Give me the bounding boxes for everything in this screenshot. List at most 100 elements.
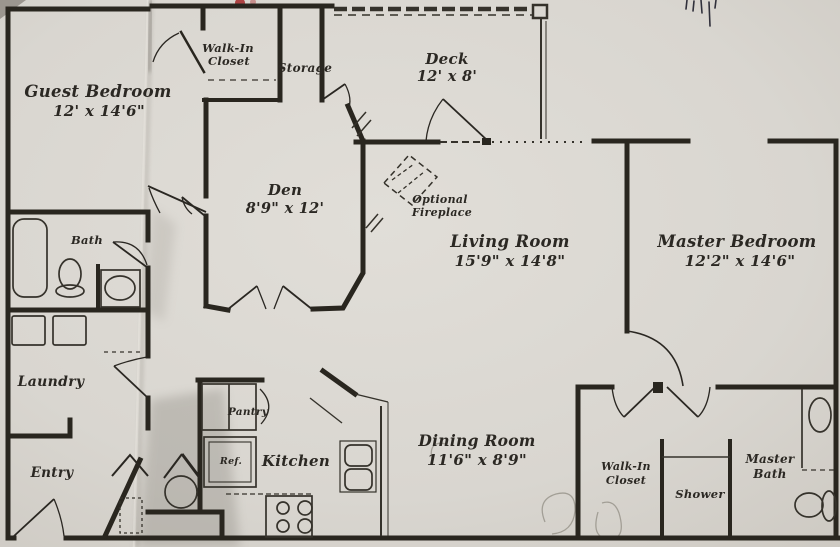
door-arc-den <box>181 196 193 215</box>
room-guest-bedroom: Guest Bedroom 12' x 14'6" <box>24 82 171 120</box>
door-arc-deck-living <box>425 98 444 142</box>
door-leaf-entry <box>13 498 55 537</box>
fold-crease-shadow <box>135 0 153 547</box>
bathtub <box>12 218 48 298</box>
wall-post-master-doors <box>653 382 663 393</box>
fold-shadow-bath <box>144 208 176 322</box>
label-deck-dims: 12' x 8' <box>417 68 477 85</box>
room-bath: Bath <box>70 233 103 247</box>
label-kitchen: Kitchen <box>261 452 330 470</box>
door-arc-master-bedroom <box>626 330 684 387</box>
label-guest-bedroom: Guest Bedroom <box>24 82 171 101</box>
master-toilet-tank <box>821 490 837 522</box>
label-refrigerator: Ref. <box>219 456 242 467</box>
fireplace-label: Optional Fireplace <box>411 193 472 219</box>
kitchen-counter-edge-top <box>354 393 389 403</box>
refrigerator-inner <box>208 441 252 483</box>
door-arc-laundry <box>113 356 148 367</box>
stove <box>265 495 313 538</box>
label-den: Den <box>267 181 302 199</box>
door-leaf-guest-bedroom <box>147 185 207 213</box>
label-den-dims: 8'9" x 12' <box>246 200 325 217</box>
walls <box>5 3 840 541</box>
interior-walls <box>5 3 839 541</box>
water-heater <box>164 475 198 509</box>
entry-closet-chevrons <box>111 453 202 479</box>
wall-kitchen-peninsula <box>319 367 359 398</box>
door-leaf-bath <box>112 241 149 269</box>
door-leaf-storage <box>321 83 346 101</box>
label-master-bath-line2: Bath <box>752 467 786 481</box>
label-master-bedroom-dims: 12'2" x 14'6" <box>685 252 796 270</box>
door-arc-master-bath <box>697 386 711 418</box>
kitchen-counter-edge-diag <box>309 397 343 424</box>
door-chevron-left <box>111 453 149 477</box>
toilet-bowl <box>58 258 82 290</box>
label-shower: Shower <box>675 487 725 501</box>
door-arc-walkin-closet <box>152 32 180 63</box>
wall-den-bottom-corner <box>203 303 231 313</box>
door-leaves <box>13 83 699 537</box>
wall-post-living-room <box>482 138 491 145</box>
fireplace-outline <box>382 153 439 207</box>
stove-burner <box>297 500 313 516</box>
kitchen-sink-basin <box>344 468 373 491</box>
label-master-closet-line1: Walk-In <box>601 460 651 473</box>
label-pantry: Pantry <box>227 406 269 418</box>
kitchen-sink-basin <box>344 444 373 467</box>
deck-post <box>531 3 549 20</box>
glass-hatch-marks <box>351 111 372 137</box>
label-master-bath-line1: Master <box>744 452 795 466</box>
dryer <box>52 315 87 346</box>
door-leaf-master-bath <box>666 386 699 418</box>
bath-sink-counter <box>100 269 141 308</box>
label-laundry: Laundry <box>17 374 85 390</box>
door-arc-storage <box>344 83 351 111</box>
master-bath-sink <box>808 397 832 433</box>
room-entry: Entry <box>30 465 75 481</box>
label-living-room-dims: 15'9" x 14'8" <box>455 252 566 270</box>
door-arcs <box>53 32 711 537</box>
room-storage: Storage <box>278 61 333 75</box>
master-toilet-bowl <box>794 492 824 518</box>
label-walkin-closet-line2: Closet <box>208 54 250 68</box>
room-labels: Guest Bedroom 12' x 14'6" Walk-In Closet… <box>17 41 817 501</box>
door-chevron-right-a <box>163 453 183 479</box>
room-shower: Shower <box>675 487 725 501</box>
stove-burner <box>276 501 290 515</box>
room-dining-room: Dining Room 11'6" x 8'9" <box>417 431 535 469</box>
handwritten-pen-marks <box>685 0 717 27</box>
label-walkin-closet-line1: Walk-In <box>202 41 254 55</box>
label-entry: Entry <box>30 465 75 481</box>
room-walkin-closet-upper: Walk-In Closet <box>202 41 254 68</box>
fold-shadow-entry <box>138 388 240 547</box>
door-arc-guest-bedroom <box>148 187 161 214</box>
stove-burner <box>276 519 290 533</box>
label-guest-bedroom-dims: 12' x 14'6" <box>53 102 145 120</box>
label-living-room: Living Room <box>449 232 570 251</box>
fold-crease-highlight <box>132 0 150 547</box>
room-kitchen: Kitchen Pantry Ref. <box>219 406 330 470</box>
wall-entry-alcove <box>145 509 225 541</box>
fireplace-hatch <box>391 163 425 194</box>
outer-walls <box>5 3 840 541</box>
fixtures <box>11 79 837 538</box>
entry-dashed-cabinet <box>119 497 143 534</box>
door-leaf-deck-living <box>442 98 489 142</box>
label-storage: Storage <box>278 61 333 75</box>
label-optional: Optional <box>412 193 468 206</box>
pencil-scribbles <box>430 442 622 540</box>
door-leaf-laundry <box>113 365 149 399</box>
washer <box>11 315 46 346</box>
door-leaf-den <box>181 196 206 217</box>
room-den: Den 8'9" x 12' <box>246 181 325 217</box>
door-arc-pantry <box>259 388 270 425</box>
door-leaves-den-double <box>226 285 314 311</box>
door-leaf-master-closet <box>623 386 656 418</box>
room-laundry: Laundry <box>17 374 85 390</box>
label-dining-room-dims: 11'6" x 8'9" <box>427 451 527 469</box>
door-chevron-right-b <box>180 453 202 479</box>
wall-den-right <box>310 138 366 312</box>
refrigerator-outline <box>203 436 257 488</box>
door-arc-bath <box>112 241 148 266</box>
